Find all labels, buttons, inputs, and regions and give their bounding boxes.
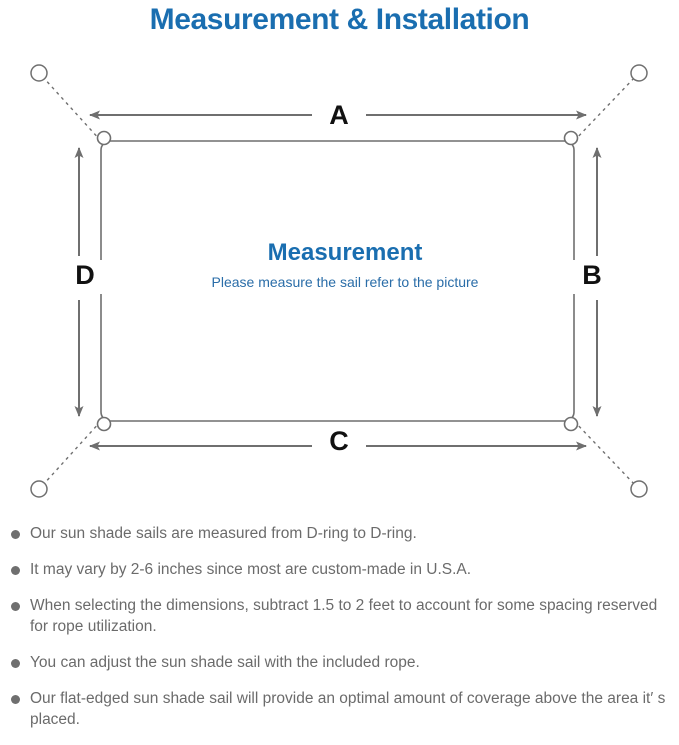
bullet-icon bbox=[11, 602, 20, 611]
page-title: Measurement & Installation bbox=[149, 3, 530, 36]
rope-line-top-right bbox=[573, 75, 637, 142]
diagram-svg bbox=[30, 64, 648, 498]
anchor-point-bottom-right bbox=[630, 480, 648, 498]
rope-lines bbox=[41, 75, 637, 487]
d-ring-top-left bbox=[96, 130, 112, 146]
bullet-icon bbox=[11, 566, 20, 575]
note-text: When selecting the dimensions, subtract … bbox=[30, 597, 658, 635]
bullet-icon bbox=[11, 659, 20, 668]
anchor-points bbox=[30, 64, 648, 498]
rope-line-bottom-left bbox=[41, 420, 102, 487]
d-ring-bottom-right bbox=[563, 416, 579, 432]
d-ring-bottom-left bbox=[96, 416, 112, 432]
list-item: Our flat-edged sun shade sail will provi… bbox=[0, 688, 679, 730]
list-item: Our sun shade sails are measured from D-… bbox=[0, 523, 679, 544]
d-ring-top-right bbox=[563, 130, 579, 146]
dimension-label-c: C bbox=[318, 426, 360, 456]
dimension-label-a: A bbox=[318, 100, 360, 130]
diagram-center-title: Measurement bbox=[267, 239, 423, 266]
anchor-point-top-left bbox=[30, 64, 48, 82]
list-item: It may vary by 2-6 inches since most are… bbox=[0, 559, 679, 580]
diagram-center-subtitle: Please measure the sail refer to the pic… bbox=[211, 274, 479, 290]
measurement-diagram: A B C D Measurement Please measure the s… bbox=[0, 48, 679, 510]
dimension-label-b: B bbox=[572, 260, 612, 294]
bullet-icon bbox=[11, 530, 20, 539]
bullet-icon bbox=[11, 695, 20, 704]
d-rings bbox=[96, 130, 579, 432]
note-text: Our flat-edged sun shade sail will provi… bbox=[30, 690, 666, 728]
note-text: Our sun shade sails are measured from D-… bbox=[30, 525, 417, 542]
dimension-label-d: D bbox=[65, 260, 105, 294]
list-item: When selecting the dimensions, subtract … bbox=[0, 595, 679, 637]
list-item: You can adjust the sun shade sail with t… bbox=[0, 652, 679, 673]
anchor-point-top-right bbox=[630, 64, 648, 82]
note-text: You can adjust the sun shade sail with t… bbox=[30, 654, 420, 671]
diagram-center-caption: Measurement Please measure the sail refe… bbox=[110, 238, 580, 293]
note-text: It may vary by 2-6 inches since most are… bbox=[30, 561, 472, 578]
notes-list: Our sun shade sails are measured from D-… bbox=[0, 523, 679, 745]
rope-line-top-left bbox=[41, 75, 102, 142]
anchor-point-bottom-left bbox=[30, 480, 48, 498]
rope-line-bottom-right bbox=[573, 420, 637, 487]
